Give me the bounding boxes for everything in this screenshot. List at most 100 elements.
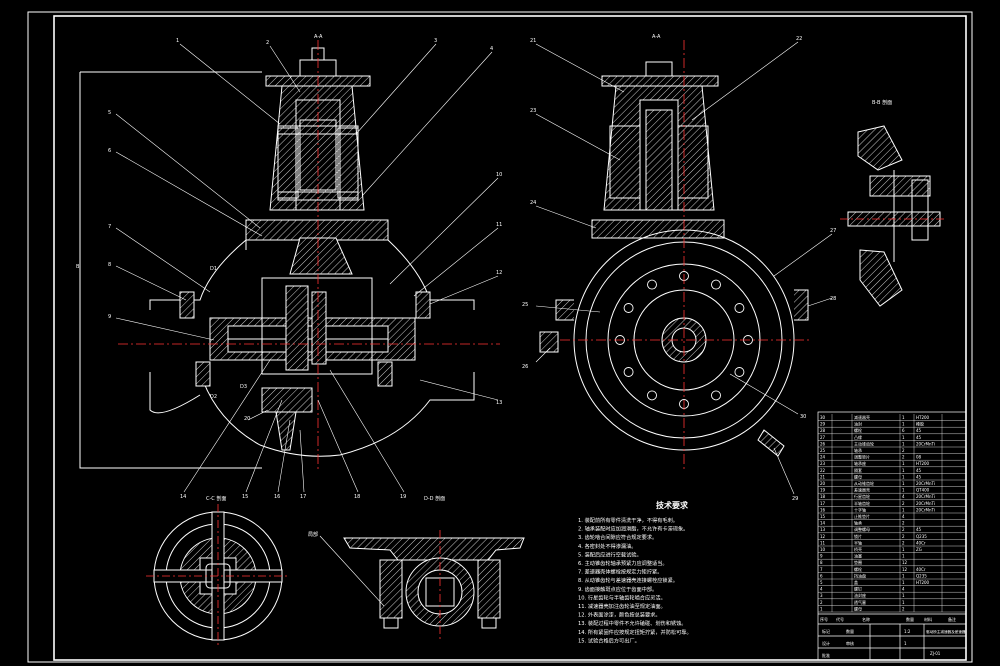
inner-frame: [53, 15, 967, 661]
dd-section-view: [343, 537, 525, 629]
callout-label: 15: [242, 494, 248, 500]
callout-label: 17: [300, 494, 306, 500]
view-label-cc: C-C 剖面: [206, 495, 226, 502]
callout-label: 25: [522, 302, 528, 308]
callout-label: 18: [354, 494, 360, 500]
callout-label: 22: [796, 36, 802, 42]
parts-cell: 6: [902, 428, 905, 433]
parts-cell: 1: [902, 507, 905, 512]
parts-cell: 1: [902, 461, 905, 466]
tech-req-item: 9. 齿面接触斑点应位于齿面中部。: [578, 585, 657, 593]
parts-table: [817, 411, 967, 661]
tech-req-item: 10. 行星齿轮与半轴齿轮啮合应灵活。: [578, 593, 666, 601]
tech-req-item: 7. 差速器壳体螺栓按规定力矩拧紧。: [578, 568, 662, 576]
scale-value: 1:2: [904, 629, 911, 634]
parts-cell: 24: [820, 455, 826, 460]
parts-cell: 28: [820, 428, 826, 433]
parts-cell: 螺母: [854, 605, 862, 611]
parts-cell: 油塞: [854, 553, 862, 559]
parts-cell: 油封座: [854, 592, 866, 598]
parts-cell: 13: [820, 527, 826, 532]
tech-req-item: 2. 轴承装配时应加润滑脂，不允许有卡滞现象。: [578, 525, 688, 533]
callout-group-left: 1 2 3 4 5 6 7 8 9 10 11 12 13 14 15 16 1…: [108, 38, 502, 500]
parts-cell: 12: [820, 534, 826, 539]
parts-cell: 螺母: [854, 473, 862, 479]
tech-req-item: 4. 各密封处不得渗漏油。: [578, 542, 636, 550]
header-col: 代号: [836, 616, 844, 622]
leader-lines-right: [535, 41, 833, 495]
callout-label: 26: [522, 364, 528, 370]
callout-group-right: 21 22 23 24 25 26 27 28 29 30: [522, 36, 836, 502]
parts-cell: 30: [820, 415, 826, 420]
parts-cell: 20CrMnTi: [916, 507, 935, 512]
parts-cell: Q235: [916, 573, 927, 578]
parts-cell: 4: [820, 587, 823, 592]
parts-cell: 12: [902, 567, 908, 572]
parts-cell: 14: [820, 521, 826, 526]
parts-cell: 橡胶: [916, 421, 924, 427]
parts-cell: 十字轴: [854, 506, 866, 512]
parts-cell: 4: [902, 494, 905, 499]
callout-label: 29: [792, 496, 798, 502]
parts-cell: 20CrMnTi: [916, 441, 935, 446]
parts-cell: 4: [902, 514, 905, 519]
callout-label: 2: [266, 40, 269, 46]
callout-label: 16: [274, 494, 280, 500]
bolt-hole: [647, 390, 657, 401]
parts-cell: 21: [820, 474, 826, 479]
bolt-hole: [734, 303, 745, 313]
parts-cell: QT400: [916, 488, 930, 493]
view-label-dd: D-D 剖面: [424, 495, 445, 502]
parts-cell: 17: [820, 501, 826, 506]
parts-cell: 11: [820, 540, 826, 545]
parts-cell: 1: [902, 468, 905, 473]
sheet-value: 1: [904, 641, 907, 646]
bolt-hole: [623, 303, 634, 313]
parts-cell: 行星齿轮: [854, 493, 870, 499]
parts-cell: 主动锥齿轮: [854, 440, 874, 446]
drawing-number: ZJ-01: [930, 651, 941, 656]
header-col: 备注: [948, 616, 956, 622]
parts-cell: 2: [902, 534, 905, 539]
parts-cell: 减速器壳: [854, 414, 870, 420]
parts-cell: 08: [916, 455, 922, 460]
parts-cell: 8: [820, 560, 823, 565]
callout-label: 6: [108, 148, 111, 154]
main-section-view: [79, 47, 475, 469]
parts-cell: 15: [820, 514, 826, 519]
parts-cell: 螺钉: [854, 586, 862, 592]
mark-label: 标记: [822, 628, 830, 634]
callout-label: 21: [530, 38, 536, 44]
parts-cell: 1: [902, 580, 905, 585]
design-label: 设计: [822, 640, 830, 646]
parts-cell: 锁片: [854, 533, 862, 539]
parts-cell: 5: [820, 580, 823, 585]
parts-cell: 从动锥齿轮: [854, 480, 874, 486]
tech-req-item: 14. 所有紧固件应按规定扭矩拧紧，并防松可靠。: [578, 628, 692, 636]
parts-cell: 2: [902, 606, 905, 611]
parts-cell: 1: [902, 554, 905, 559]
callout-label: 14: [180, 494, 186, 500]
tech-req-item: 11. 减速器壳加注齿轮油至规定油面。: [578, 602, 666, 610]
callout-label: 4: [490, 46, 493, 52]
view-label-detail: 局部: [308, 531, 318, 538]
callout-label: 27: [830, 228, 836, 234]
tech-req-item: 3. 齿轮啮合间隙应符合规定要求。: [578, 533, 657, 541]
parts-cell: 1: [902, 593, 905, 598]
callout-label: 11: [496, 222, 502, 228]
parts-cell: 40Cr: [916, 567, 926, 572]
view-label-bb: B-B 剖面: [872, 99, 892, 106]
parts-cell: 16: [820, 507, 826, 512]
drawing-title: 驱动桥主减速器及差速器: [926, 629, 966, 634]
tech-req-item: 12. 外表面涂漆，颜色按总装要求。: [578, 611, 661, 619]
parts-cell: 2: [820, 600, 823, 605]
parts-cell: 1: [902, 415, 905, 420]
parts-cell: 凸缘: [854, 434, 862, 440]
callout-label: 3: [434, 38, 437, 44]
callout-label: 28: [830, 296, 836, 302]
parts-cell: 2: [902, 455, 905, 460]
parts-cell: 1: [902, 474, 905, 479]
dim-label: B: [76, 264, 80, 270]
parts-cell: 40Cr: [916, 540, 926, 545]
